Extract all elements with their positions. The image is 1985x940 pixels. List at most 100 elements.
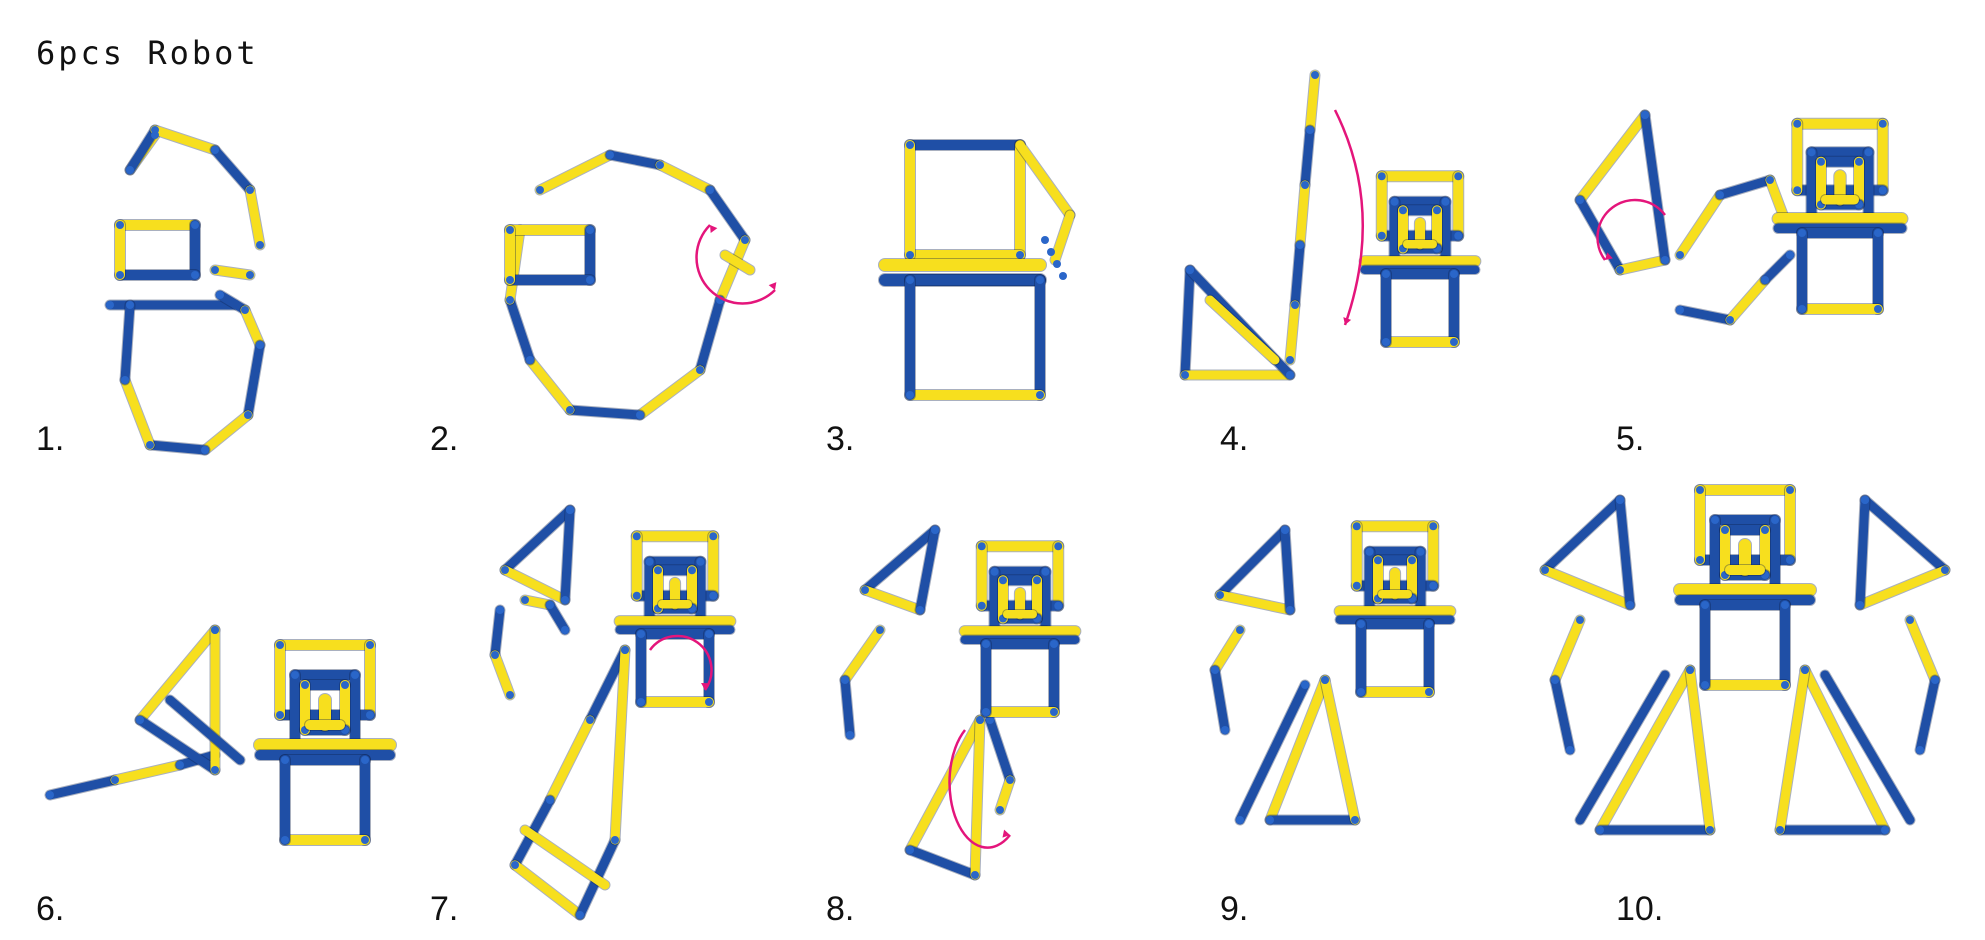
joint-dot [990, 567, 999, 576]
blue-stick [585, 645, 630, 725]
joint-dot [1441, 197, 1450, 206]
step-number-10: 10. [1616, 890, 1664, 928]
yellow-stick [245, 185, 265, 250]
joint-dot [176, 761, 184, 769]
joint-dot [201, 446, 209, 454]
yellow-stick [1685, 665, 1715, 835]
yellow-stick [970, 715, 985, 880]
joint-dot [841, 676, 849, 684]
figure-step-7 [489, 490, 790, 934]
joint-dot [1050, 708, 1058, 716]
blue-stick [1715, 175, 1775, 200]
robot-step-6-illustration [44, 624, 397, 846]
joint-dot [654, 566, 662, 575]
robot-step-2-illustration [504, 149, 777, 421]
joint-dot [546, 601, 554, 609]
blue-stick [860, 525, 940, 595]
blue-stick [1575, 670, 1670, 825]
joint-dot [1878, 186, 1887, 195]
joint-dot [1365, 547, 1374, 556]
joint-dot [506, 691, 514, 699]
figure-step-10 [1539, 484, 1951, 864]
joint-dot [1861, 496, 1869, 504]
joint-dot [636, 411, 644, 419]
joint-dot [1429, 522, 1438, 531]
blue-stick [1180, 265, 1195, 380]
yellow-stick [500, 565, 570, 605]
yellow-stick [110, 760, 185, 785]
joint-dot [586, 276, 594, 284]
joint-dot [246, 186, 254, 194]
yellow-stick [1550, 615, 1585, 685]
joint-dot [341, 681, 349, 689]
joint-dot [1817, 157, 1825, 166]
joint-dot [1390, 197, 1399, 206]
joint-dot [916, 606, 924, 614]
joint-dot [366, 711, 374, 719]
joint-dot [1321, 676, 1329, 684]
joint-dot [637, 698, 645, 706]
joint-dot [121, 376, 129, 384]
yellow-stick [150, 125, 220, 155]
blue-stick [125, 125, 160, 175]
joint-dot [191, 271, 199, 279]
joint-dot [291, 671, 299, 679]
joint-dot [632, 591, 641, 600]
yellow-stick [1775, 665, 1810, 835]
joint-dot [1726, 316, 1734, 324]
blue-stick [500, 505, 575, 575]
joint-dot [1786, 486, 1794, 494]
joint-dot [1377, 231, 1386, 240]
joint-dot [366, 641, 374, 649]
blue-stick [1820, 670, 1915, 825]
joint-dot [561, 626, 569, 634]
joint-dot [1181, 371, 1189, 379]
robot-step-5-illustration [1574, 109, 1909, 326]
joint-dot [1296, 241, 1304, 249]
joint-dot [621, 646, 629, 654]
joint-dot [1641, 111, 1649, 119]
blue-stick [1290, 240, 1305, 310]
yellow-stick [1905, 615, 1940, 685]
joint-dot [506, 226, 514, 234]
blue-stick [1855, 495, 1870, 610]
joint-dot [1016, 251, 1024, 259]
joint-dot [1781, 681, 1789, 689]
yellow-stick [1540, 565, 1635, 610]
joint-dot [1351, 816, 1359, 824]
joint-dot [111, 776, 119, 784]
joint-dot [1433, 206, 1441, 215]
joint-dot [586, 226, 594, 234]
step-number-8: 8. [826, 890, 855, 928]
blue-stick [605, 150, 665, 170]
joint-dot [1291, 301, 1299, 309]
joint-dot [211, 146, 219, 154]
blue-stick [1280, 525, 1295, 615]
joint-dot [861, 586, 869, 594]
step-number-7: 7. [430, 890, 459, 928]
joint-dot [1878, 119, 1887, 128]
joint-dot [1382, 270, 1390, 278]
joint-dot [1776, 826, 1784, 834]
yellow-stick [1675, 190, 1725, 260]
blue-stick [545, 600, 570, 635]
joint-dot [1399, 206, 1407, 215]
joint-dot [1450, 270, 1458, 278]
joint-dot [146, 441, 154, 449]
joint-dot [536, 186, 544, 194]
robot-step-9-illustration [1209, 520, 1457, 826]
joint-dot [1616, 496, 1624, 504]
joint-dot [1357, 620, 1365, 628]
blue-stick [560, 505, 575, 605]
joint-dot [876, 626, 884, 634]
joint-dot [1626, 601, 1634, 609]
yellow-stick [720, 250, 755, 275]
joint-dot [1874, 305, 1882, 313]
rotation-arrow [948, 729, 1011, 849]
joint-dot [1454, 231, 1463, 240]
figure-step-8 [839, 520, 1120, 884]
figure-step-3 [878, 130, 1120, 424]
joint-dot [281, 756, 289, 764]
joint-dot [606, 151, 614, 159]
yellow-stick [545, 715, 595, 805]
